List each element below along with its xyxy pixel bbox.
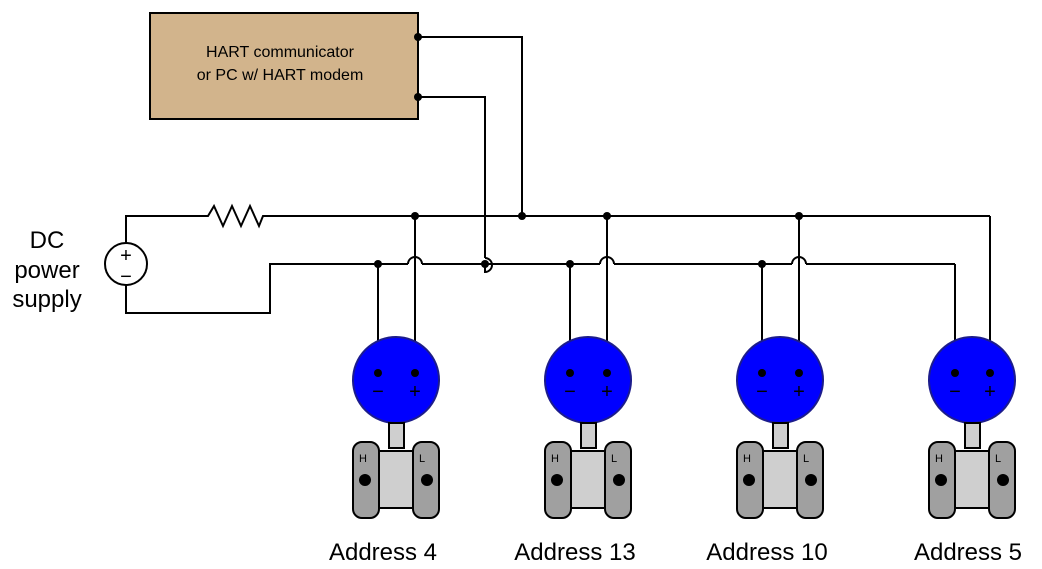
power-label-line2: power: [14, 257, 79, 284]
address-label: Address 5: [914, 539, 1022, 566]
transmitter-address-13: − + H L Address 13: [514, 216, 636, 566]
transmitter-body: [373, 450, 419, 509]
plus-terminal-label: +: [409, 381, 421, 403]
hart-communicator: HART communicator or PC w/ HART modem: [149, 12, 419, 120]
power-plus-sign: +: [120, 245, 132, 267]
minus-terminal-label: −: [564, 381, 576, 403]
address-label: Address 4: [329, 539, 437, 566]
high-port-label: H: [743, 453, 751, 465]
communicator-leads: [414, 33, 523, 274]
plus-terminal-label: +: [793, 381, 805, 403]
transmitter-body: [565, 450, 611, 509]
low-port-label: L: [611, 453, 617, 465]
minus-terminal-label: −: [372, 381, 384, 403]
power-minus-sign: −: [120, 266, 132, 288]
low-port-label: L: [419, 453, 425, 465]
transmitter-body: [757, 450, 803, 509]
transmitter-head: [352, 336, 440, 424]
high-port-label: H: [935, 453, 943, 465]
transmitter-address-4: − + H L Address 4: [329, 216, 440, 566]
communicator-box: [149, 12, 419, 120]
address-label: Address 10: [706, 539, 827, 566]
minus-terminal-label: −: [949, 381, 961, 403]
transmitter-head: [544, 336, 632, 424]
transmitter-address-10: − + H L Address 10: [706, 216, 828, 566]
low-port-label: L: [803, 453, 809, 465]
negative-bus: [125, 256, 955, 314]
transmitter-head: [928, 336, 1016, 424]
plus-terminal-label: +: [601, 381, 613, 403]
bus-junctions: [374, 212, 803, 268]
plus-terminal-label: +: [984, 381, 996, 403]
power-label-line3: supply: [12, 286, 81, 313]
high-port-label: H: [359, 453, 367, 465]
transmitter-body: [949, 450, 995, 509]
positive-bus: [125, 203, 990, 243]
communicator-label-line2: or PC w/ HART modem: [197, 67, 364, 84]
dc-power-supply: + − DC power supply: [12, 227, 148, 313]
address-label: Address 13: [514, 539, 635, 566]
resistor: [200, 203, 270, 229]
high-port-label: H: [551, 453, 559, 465]
power-label-line1: DC: [30, 227, 65, 254]
transmitter-address-5: − + H L Address 5: [914, 216, 1022, 566]
communicator-label-line1: HART communicator: [206, 44, 355, 61]
low-port-label: L: [995, 453, 1001, 465]
minus-terminal-label: −: [756, 381, 768, 403]
transmitter-head: [736, 336, 824, 424]
